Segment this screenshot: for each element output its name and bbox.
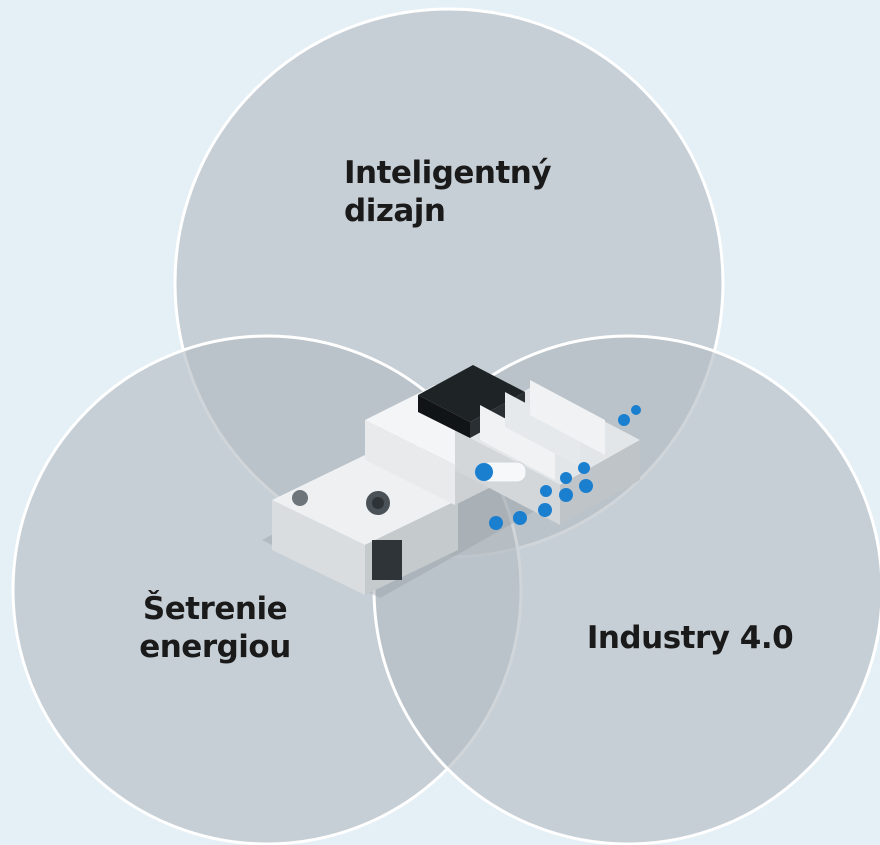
label-industry-4-0: Industry 4.0 [586, 620, 794, 656]
label-energy-saving: Šetrenie energiou [139, 591, 291, 665]
valve-terminal-image [262, 365, 641, 598]
label-intelligent-design: Inteligentný dizajn [344, 155, 552, 229]
